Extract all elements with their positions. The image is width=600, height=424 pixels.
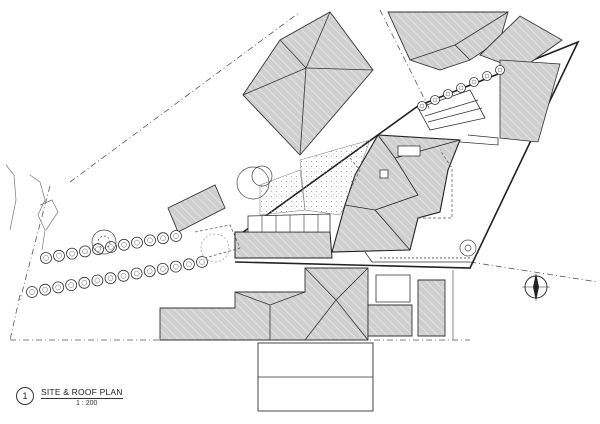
shrub-core <box>134 239 140 246</box>
shrub-core <box>43 255 49 261</box>
shrub-core <box>94 277 101 284</box>
drawing-title: SITE & ROOF PLAN <box>41 387 123 399</box>
shrub <box>117 269 130 282</box>
garden-areas <box>259 139 371 216</box>
neighbour-house-southwest <box>257 342 374 412</box>
shrub <box>40 252 52 264</box>
shrub <box>417 101 427 111</box>
shrub <box>157 232 169 245</box>
shrub <box>482 71 492 81</box>
shrub-core <box>121 242 127 248</box>
shrub <box>156 262 169 275</box>
shrub-core <box>160 235 166 241</box>
shrub-core <box>55 284 61 291</box>
drawing-title-block: 1 SITE & ROOF PLAN 1 : 200 <box>16 385 176 413</box>
path <box>364 251 470 263</box>
shrub <box>53 249 65 262</box>
shrub <box>66 247 78 260</box>
shrub-core <box>82 248 88 255</box>
shrub <box>104 272 117 285</box>
shrub-core <box>186 261 192 268</box>
shrub-core <box>173 263 179 270</box>
shrub-core <box>120 273 127 279</box>
shrub <box>39 283 51 296</box>
shrub <box>430 95 440 105</box>
tree-row-lower <box>26 256 208 298</box>
shrub <box>65 279 78 292</box>
shrub-core <box>95 246 101 252</box>
shrub <box>443 89 453 99</box>
shrub-core <box>497 67 503 73</box>
shrub-core <box>471 79 477 85</box>
shrub <box>182 258 195 271</box>
shrub <box>118 238 130 251</box>
shrub-core <box>29 289 35 295</box>
large-trees <box>91 165 477 263</box>
shrub <box>130 267 143 280</box>
drawing-scale: 1 : 200 <box>76 400 98 407</box>
shrub-core <box>445 91 451 97</box>
rear-decks <box>417 59 561 146</box>
shrub-core <box>69 250 75 257</box>
shrub-core <box>42 286 48 293</box>
shrub-core <box>68 282 74 288</box>
shrub-core <box>146 268 153 274</box>
shrub <box>78 276 91 289</box>
shrub-core <box>432 97 438 103</box>
shrub-core <box>419 103 425 109</box>
shrub <box>79 245 91 258</box>
shrub <box>26 286 38 298</box>
shrub <box>52 281 65 294</box>
shrub-core <box>458 85 464 91</box>
shed <box>167 184 226 233</box>
shrub <box>456 83 466 93</box>
tree-row-upper <box>40 230 182 264</box>
shrub <box>170 230 182 242</box>
shrub <box>169 260 182 273</box>
tree-row-boundary <box>417 65 505 111</box>
main-house-roof <box>331 134 461 253</box>
shrub-core <box>133 270 140 277</box>
shrub <box>91 274 104 287</box>
shrub <box>105 241 117 253</box>
shrub <box>196 256 208 268</box>
shrub-core <box>484 73 490 79</box>
neighbour-house-north <box>242 11 374 156</box>
shrub-core <box>81 280 88 286</box>
extension-roof <box>234 213 333 259</box>
building-outline-dashed <box>194 149 453 259</box>
road-edge <box>5 164 59 251</box>
shrub <box>143 265 156 278</box>
shrub-core <box>56 253 62 259</box>
shrub-core <box>199 259 205 265</box>
shrub-core <box>147 237 153 244</box>
shrub-core <box>160 266 166 272</box>
neighbour-house-south <box>159 267 454 341</box>
shrub-core <box>173 233 179 239</box>
neighbour-house-northeast <box>387 11 563 71</box>
shrub <box>469 77 479 87</box>
shrub <box>144 234 156 247</box>
shrub-core <box>107 275 114 281</box>
shrub <box>131 236 143 249</box>
drawing-number: 1 <box>16 387 34 405</box>
north-arrow-icon <box>522 273 550 301</box>
shrub-core <box>108 244 114 250</box>
shrub <box>495 65 505 75</box>
